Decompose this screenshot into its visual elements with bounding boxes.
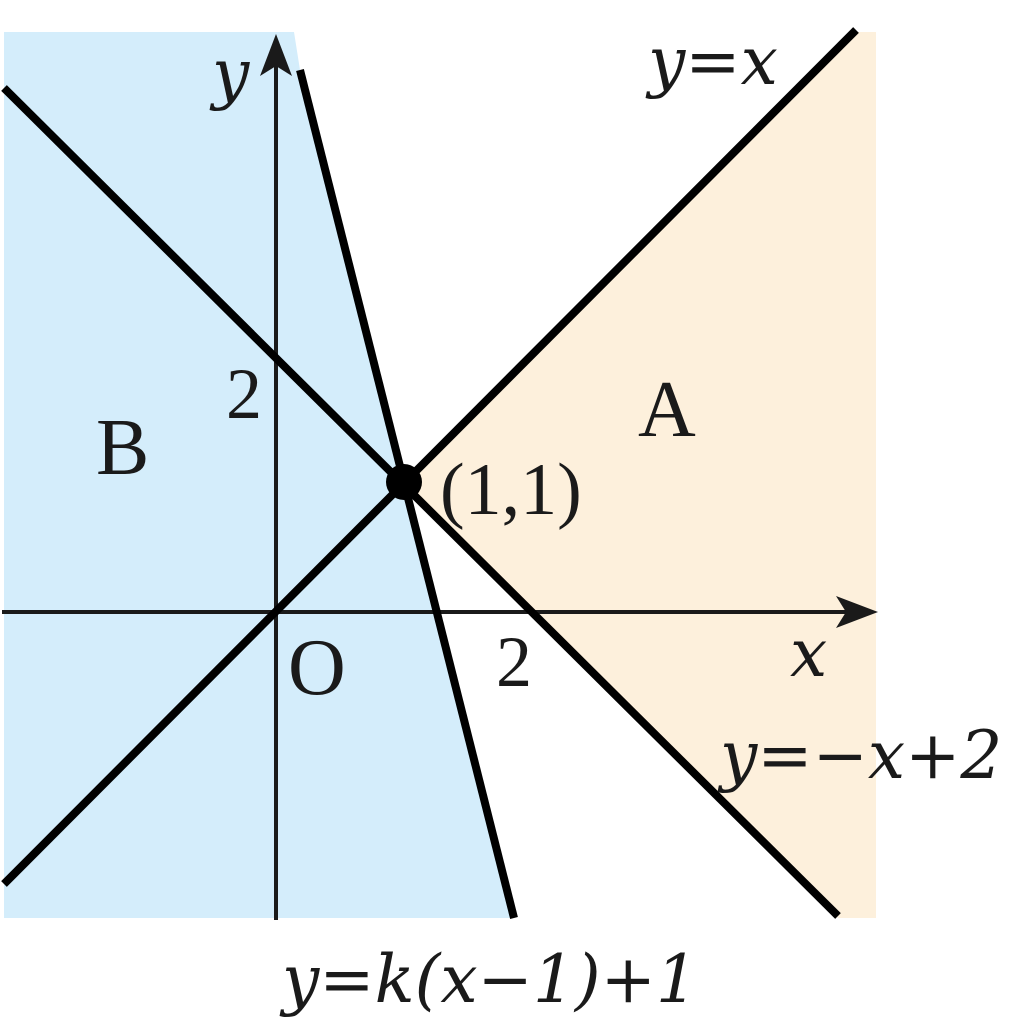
region-b-label: B: [96, 404, 149, 492]
intersection-point: [386, 464, 422, 500]
label-y-equals-x: y=x: [645, 23, 778, 100]
x-axis-label: x: [790, 615, 827, 692]
origin-label: O: [288, 624, 346, 712]
label-pencil-line: y=k(x−1)+1: [279, 941, 698, 1018]
region-a-label: A: [638, 366, 696, 454]
x-tick-label: 2: [496, 622, 532, 702]
y-axis-arrowhead: [260, 34, 292, 76]
line-y-equals-neg-x-plus-2: [1, 85, 841, 919]
region-a-shading: [404, 32, 876, 918]
point-label: (1,1): [440, 449, 582, 531]
x-axis-arrowhead: [836, 596, 878, 628]
y-tick-label: 2: [226, 354, 262, 434]
region-b-shading: [4, 32, 514, 918]
line-y-equals-x: [1, 27, 859, 887]
label-y-equals-neg-x-plus-2: y=−x+2: [717, 717, 1002, 794]
y-axis-label: y: [209, 35, 250, 112]
